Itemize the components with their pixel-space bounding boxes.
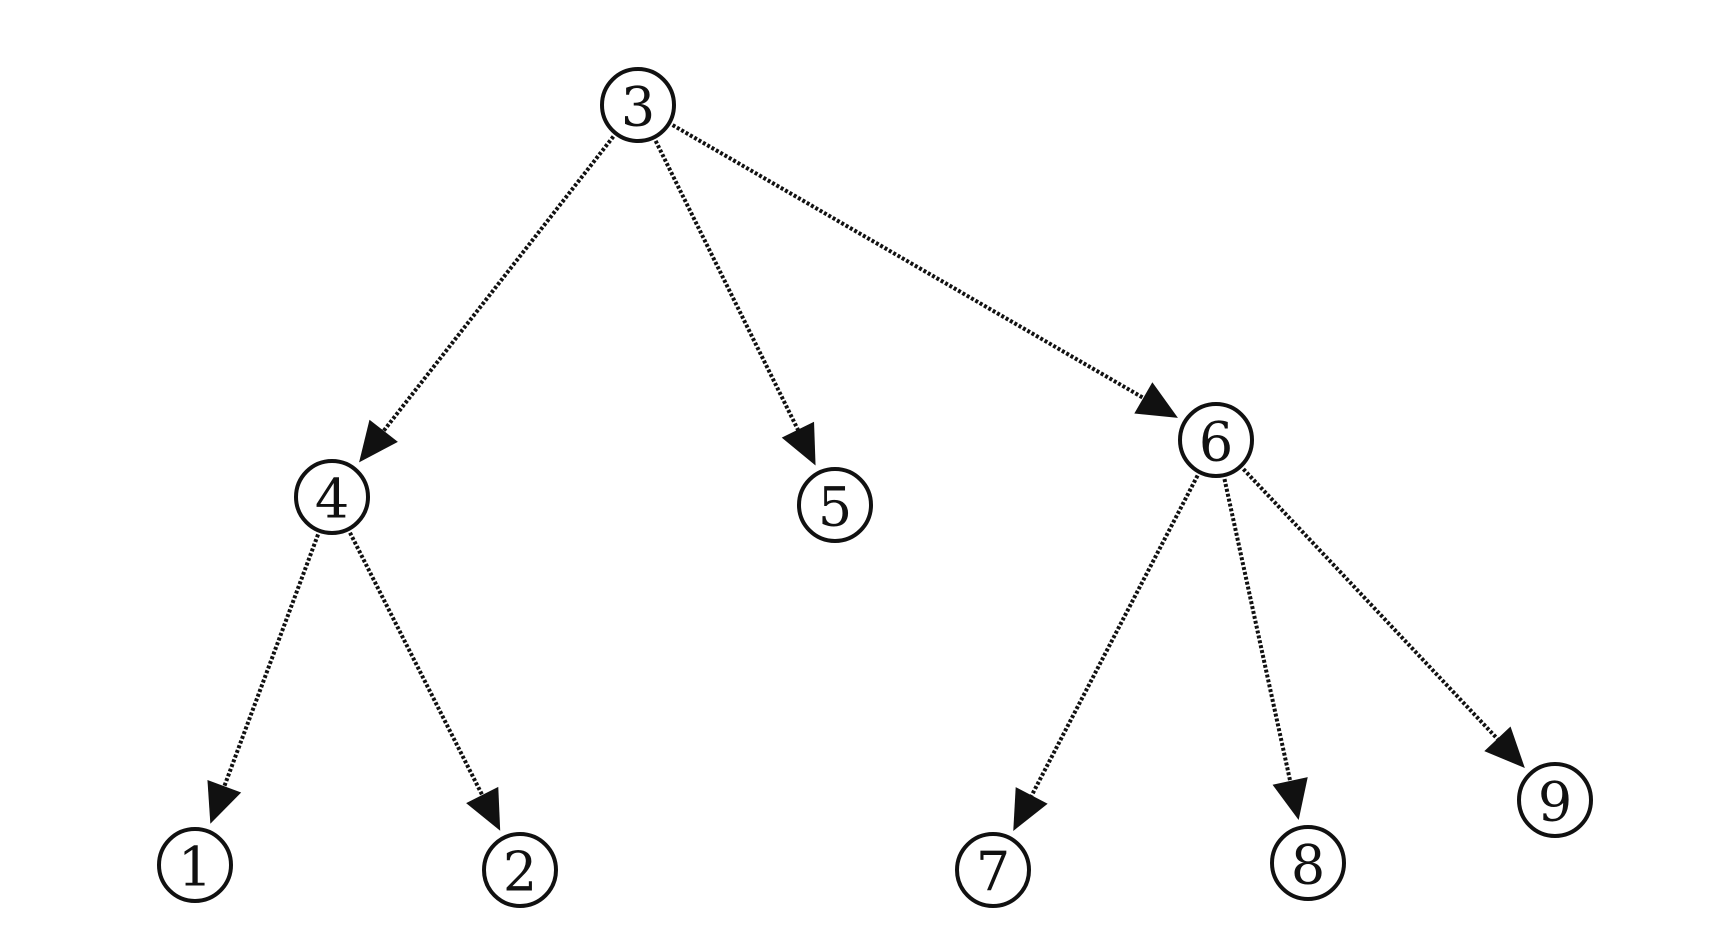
arrowhead-icon [781, 421, 816, 466]
edge-line [671, 123, 1148, 402]
node-8: 8 [1270, 825, 1346, 901]
node-circle [797, 467, 873, 543]
node-circle [600, 67, 676, 143]
node-circle [1517, 762, 1593, 838]
arrowhead-icon [207, 779, 242, 824]
node-4: 4 [294, 459, 370, 535]
edge-line [653, 140, 802, 435]
edge-6-8 [1222, 478, 1308, 821]
arrowhead-icon [1013, 787, 1048, 831]
node-label: 6 [1199, 411, 1233, 474]
edge-3-6 [671, 123, 1178, 418]
edge-line [1222, 478, 1293, 786]
node-3: 3 [600, 67, 676, 143]
node-label: 2 [503, 841, 537, 904]
node-circle [1178, 402, 1254, 478]
node-1: 1 [157, 827, 233, 903]
node-circle [294, 459, 370, 535]
nodes-layer: 3 4 5 6 1 2 7 8 9 [157, 67, 1593, 908]
node-label: 9 [1538, 771, 1572, 834]
edge-line [348, 531, 486, 800]
edge-line [379, 135, 615, 436]
edges-layer [207, 123, 1525, 831]
arrowhead-icon [359, 419, 398, 463]
edge-line [1028, 474, 1200, 800]
node-circle [482, 832, 558, 908]
node-label: 5 [818, 476, 852, 539]
node-2: 2 [482, 832, 558, 908]
node-6: 6 [1178, 402, 1254, 478]
arrowhead-icon [1484, 726, 1525, 768]
node-label: 7 [976, 841, 1010, 904]
edge-3-4 [359, 135, 615, 463]
arrowhead-icon [1134, 382, 1178, 418]
node-label: 3 [621, 76, 655, 139]
node-9: 9 [1517, 762, 1593, 838]
node-7: 7 [955, 832, 1031, 908]
edge-line [1241, 467, 1502, 744]
arrowhead-icon [466, 786, 501, 831]
node-circle [157, 827, 233, 903]
edge-line [221, 533, 320, 791]
edge-4-2 [348, 531, 501, 831]
edge-6-9 [1241, 467, 1525, 768]
node-label: 1 [178, 836, 212, 899]
node-circle [1270, 825, 1346, 901]
edge-3-5 [653, 140, 816, 466]
edge-6-7 [1013, 474, 1200, 831]
edge-4-1 [207, 533, 320, 824]
node-circle [955, 832, 1031, 908]
node-5: 5 [797, 467, 873, 543]
arrowhead-icon [1272, 777, 1308, 821]
node-label: 8 [1291, 834, 1325, 897]
node-label: 4 [315, 468, 349, 531]
